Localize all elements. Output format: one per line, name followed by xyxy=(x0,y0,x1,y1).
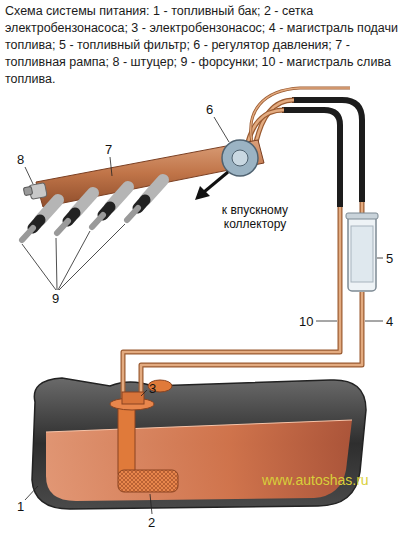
direction-note: к впускному коллектору xyxy=(200,203,310,231)
label-slot: 6 xyxy=(206,102,213,117)
label-slot: к впускному коллектору xyxy=(200,203,310,231)
pump-mesh xyxy=(118,470,178,492)
callout-number: 2 xyxy=(148,515,155,530)
fuel-level xyxy=(46,420,352,501)
callout-number: 7 xyxy=(105,142,112,157)
callout-number: 5 xyxy=(386,251,393,266)
label-slot: www.autoshas.ru xyxy=(262,472,369,488)
injectors xyxy=(22,180,163,240)
supply-line xyxy=(141,100,362,400)
fitting xyxy=(23,183,47,200)
watermark: www.autoshas.ru xyxy=(262,472,369,488)
callout-number: 10 xyxy=(299,314,313,329)
manifold-arrow xyxy=(195,172,228,200)
label-slot: Схема системы питания: 1 - топливный бак… xyxy=(5,3,405,88)
fuel-rail xyxy=(36,140,264,207)
fuel-filter xyxy=(346,213,378,291)
callout-number: 3 xyxy=(149,381,156,396)
pressure-regulator xyxy=(222,140,258,176)
callout-number: 8 xyxy=(17,152,24,167)
caption-text: Схема системы питания: 1 - топливный бак… xyxy=(5,3,405,88)
label-slot: 10 xyxy=(299,314,313,329)
label-slot: 2 xyxy=(148,515,155,530)
label-slot: 3 xyxy=(149,381,156,396)
label-slot: 9 xyxy=(52,291,59,306)
label-slot: 1 xyxy=(17,499,24,514)
callout-number: 4 xyxy=(386,314,393,329)
callout-number: 1 xyxy=(17,499,24,514)
fuel-tank xyxy=(32,378,366,509)
leader-lines xyxy=(22,117,383,514)
callout-number: 6 xyxy=(206,102,213,117)
callout-number: 9 xyxy=(52,291,59,306)
label-slot: 7 xyxy=(105,142,112,157)
return-line xyxy=(123,88,350,400)
label-slot: 5 xyxy=(386,251,393,266)
label-slot: 8 xyxy=(17,152,24,167)
fuel-pump xyxy=(110,392,178,492)
label-slot: 4 xyxy=(386,314,393,329)
